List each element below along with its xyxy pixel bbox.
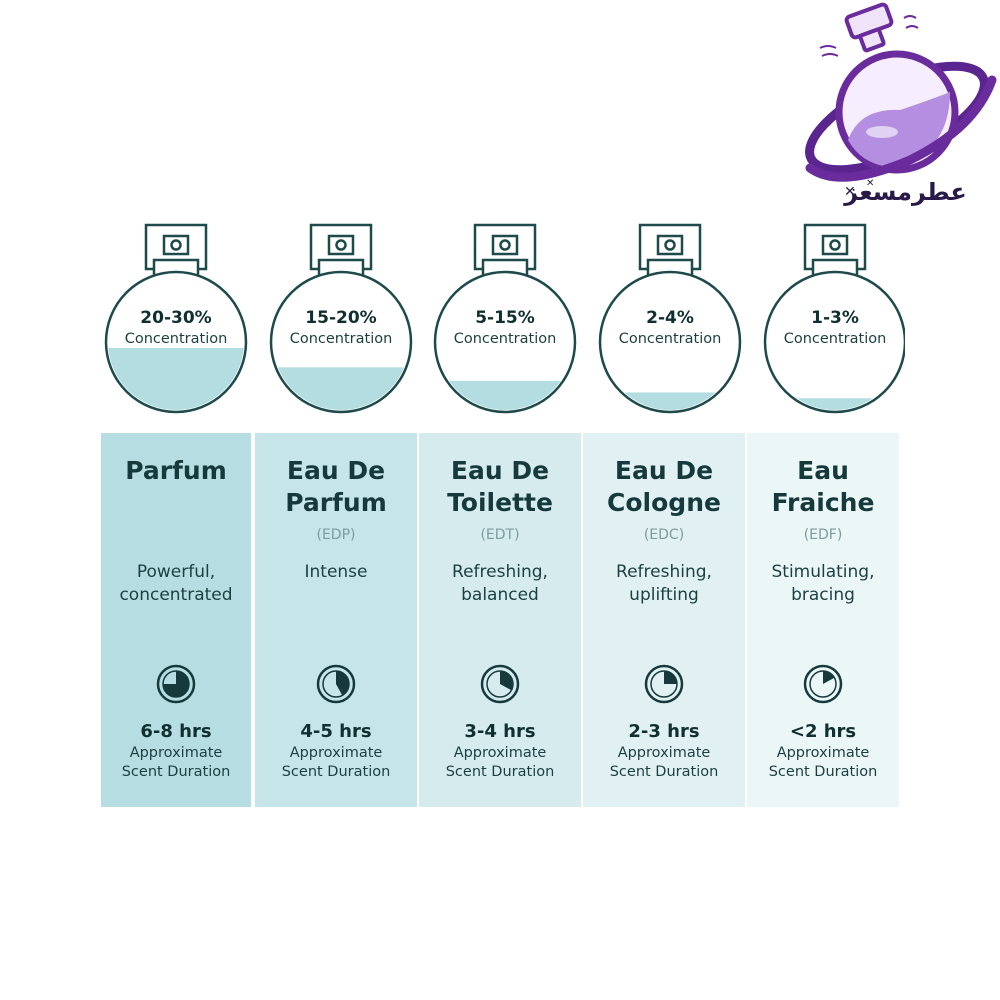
concentration-value: 2-4% xyxy=(646,308,694,328)
brand-name: عطرمسعز xyxy=(844,178,967,206)
liquid-level xyxy=(602,392,738,410)
liquid-level xyxy=(437,380,573,410)
column-parfum: Parfum Powerful,concentrated 6-8 hrs App… xyxy=(101,433,251,807)
duration-hours: <2 hrs xyxy=(789,721,857,742)
type-abbreviation: (EDP) xyxy=(316,527,356,543)
clock-wedge xyxy=(163,671,189,697)
svg-text:✕: ✕ xyxy=(844,184,856,200)
type-description: Refreshing,balanced xyxy=(452,562,548,605)
clock-wedge xyxy=(664,671,677,684)
concentration-label: Concentration xyxy=(125,331,228,347)
bottle-illustrations: 20-30%Concentration15-20%Concentration5-… xyxy=(104,223,905,414)
concentration-value: 15-20% xyxy=(305,308,376,328)
type-description: Powerful,concentrated xyxy=(119,562,233,605)
concentration-label: Concentration xyxy=(290,331,393,347)
concentration-value: 20-30% xyxy=(140,308,211,328)
concentration-label: Concentration xyxy=(619,331,722,347)
bottle-icon: 2-4% Concentration xyxy=(598,223,742,414)
brand-logo: ✕ ✕ xyxy=(805,2,997,200)
duration-hours: 2-3 hrs xyxy=(628,721,700,742)
clock-icon xyxy=(644,664,684,704)
type-description: Refreshing,uplifting xyxy=(616,562,712,605)
concentration-value: 5-15% xyxy=(475,308,535,328)
concentration-value: 1-3% xyxy=(811,308,859,328)
clock-wedge xyxy=(500,671,513,691)
bottle-icon: 20-30% Concentration xyxy=(104,223,248,414)
type-abbreviation: (EDF) xyxy=(803,527,843,543)
svg-text:✕: ✕ xyxy=(866,178,874,189)
liquid-level xyxy=(108,348,244,410)
duration-hours: 3-4 hrs xyxy=(464,721,536,742)
clock-wedge xyxy=(336,671,349,696)
duration-hours: 6-8 hrs xyxy=(140,721,212,742)
clock-icon xyxy=(316,664,356,704)
type-abbreviation: (EDT) xyxy=(480,527,520,543)
duration-hours: 4-5 hrs xyxy=(300,721,372,742)
perfume-planet-icon: ✕ ✕ xyxy=(805,2,997,200)
bottle-icon: 15-20% Concentration xyxy=(269,223,413,414)
bottle-icon: 1-3% Concentration xyxy=(763,223,905,414)
clock-icon xyxy=(480,664,520,704)
liquid-level xyxy=(767,398,903,410)
clock-icon xyxy=(156,664,196,704)
type-abbreviation: (EDC) xyxy=(643,527,685,543)
type-name: Parfum xyxy=(125,456,227,485)
bottle-icon: 5-15% Concentration xyxy=(433,223,577,414)
type-description: Intense xyxy=(304,562,368,582)
concentration-label: Concentration xyxy=(454,331,557,347)
type-description: Stimulating,bracing xyxy=(771,562,875,605)
clock-icon xyxy=(803,664,843,704)
concentration-label: Concentration xyxy=(784,331,887,347)
